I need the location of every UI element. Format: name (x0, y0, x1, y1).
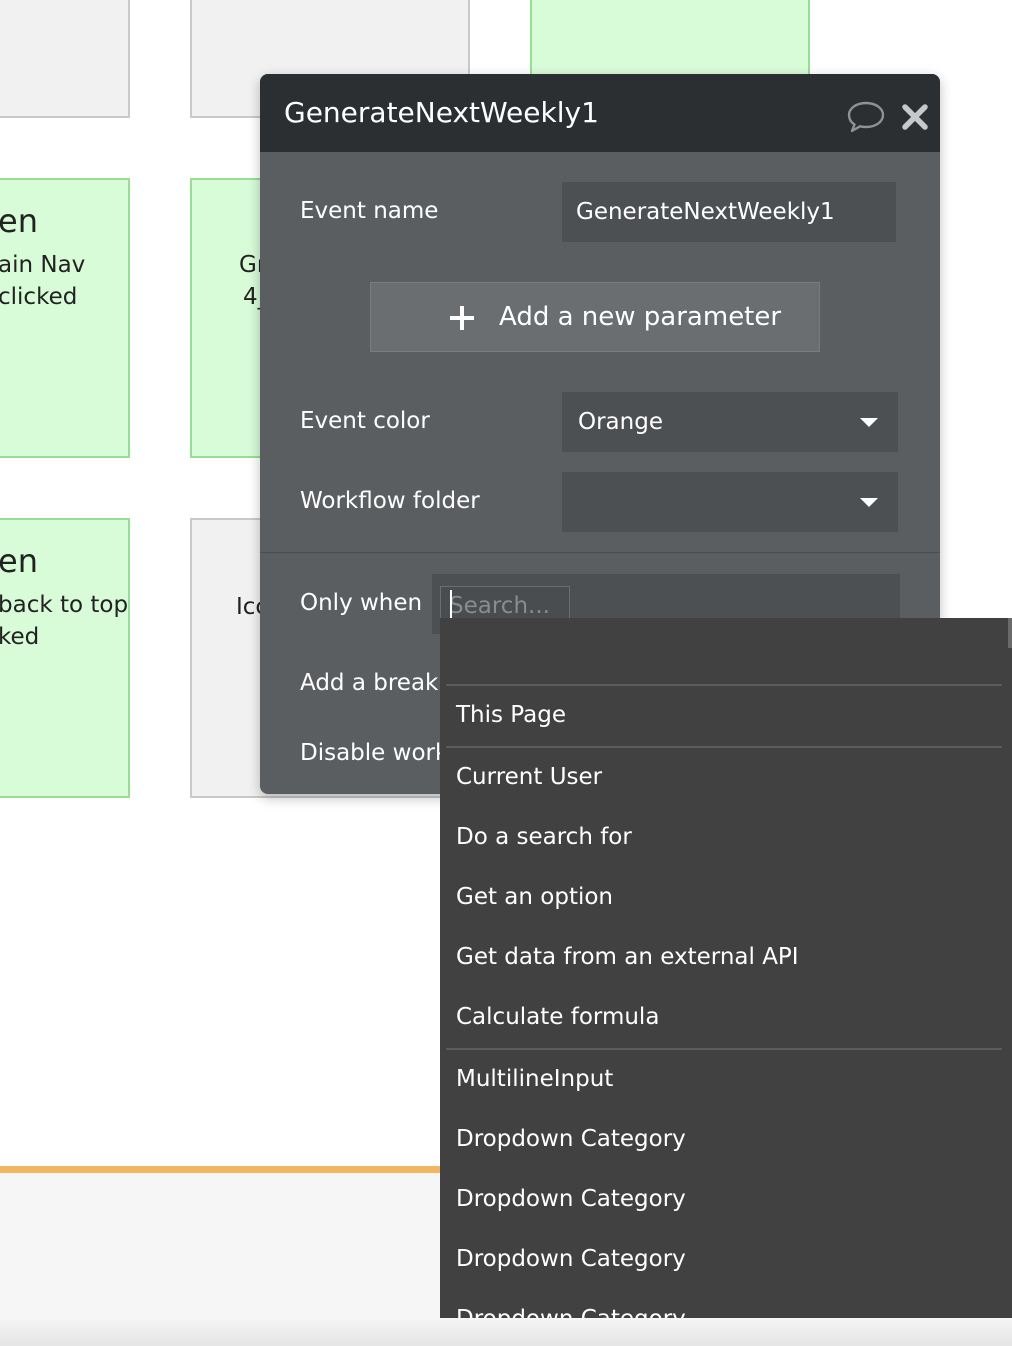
panel-header[interactable]: GenerateNextWeekly1 (260, 74, 940, 152)
dropdown-separator (446, 746, 1002, 748)
dropdown-item-element[interactable]: Dropdown Category (456, 1306, 686, 1318)
event-card[interactable]: en ain Nav clicked (0, 178, 130, 458)
canvas-footer-shadow (0, 1320, 1012, 1346)
disable-workflow-label: Disable work (300, 740, 449, 766)
event-color-value: Orange (578, 409, 663, 435)
dropdown-scrollbar[interactable] (1008, 618, 1012, 648)
event-card-line: clicked (0, 284, 78, 310)
dropdown-separator (446, 1048, 1002, 1050)
text-cursor (450, 590, 452, 620)
event-color-label: Event color (300, 408, 430, 434)
expression-dropdown: This Page Current User Do a search for G… (440, 618, 1012, 1318)
only-when-label: Only when (300, 590, 423, 616)
chevron-down-icon (860, 498, 878, 507)
panel-title: GenerateNextWeekly1 (284, 96, 599, 129)
event-name-input[interactable]: GenerateNextWeekly1 (562, 182, 896, 242)
event-name-label: Event name (300, 198, 439, 224)
panel-divider (260, 552, 940, 553)
add-parameter-label: Add a new parameter (499, 302, 782, 332)
event-card[interactable]: en back to top ked (0, 518, 130, 798)
section-divider (0, 1166, 460, 1173)
event-card[interactable] (0, 0, 130, 118)
add-parameter-button[interactable]: Add a new parameter (370, 282, 820, 352)
event-card-line: back to top (0, 592, 129, 618)
dropdown-item-element[interactable]: MultilineInput (456, 1066, 614, 1092)
dropdown-item-external-api[interactable]: Get data from an external API (456, 944, 799, 970)
workflow-folder-label: Workflow folder (300, 488, 480, 514)
event-color-select[interactable]: Orange (562, 392, 898, 452)
dropdown-item-do-search[interactable]: Do a search for (456, 824, 632, 850)
event-name-value: GenerateNextWeekly1 (576, 199, 835, 225)
event-card-line: ked (0, 624, 40, 650)
dropdown-item-current-user[interactable]: Current User (456, 764, 603, 790)
dropdown-item-get-option[interactable]: Get an option (456, 884, 614, 910)
event-card-line: ain Nav (0, 252, 86, 278)
event-card-title: en (0, 542, 38, 580)
dropdown-item-this-page[interactable]: This Page (456, 702, 566, 728)
dropdown-item-element[interactable]: Dropdown Category (456, 1126, 686, 1152)
event-card-title: en (0, 202, 38, 240)
close-icon[interactable] (900, 102, 930, 132)
dropdown-item-calculate-formula[interactable]: Calculate formula (456, 1004, 660, 1030)
chevron-down-icon (860, 418, 878, 427)
workflow-folder-select[interactable] (562, 472, 898, 532)
dropdown-item-element[interactable]: Dropdown Category (456, 1186, 686, 1212)
event-property-panel: GenerateNextWeekly1 Event name GenerateN… (260, 74, 940, 794)
dropdown-separator (446, 684, 1002, 686)
plus-icon (450, 306, 474, 330)
breakpoint-label: Add a breakp (300, 670, 453, 696)
comment-icon[interactable] (846, 100, 886, 134)
dropdown-item-element[interactable]: Dropdown Category (456, 1246, 686, 1272)
